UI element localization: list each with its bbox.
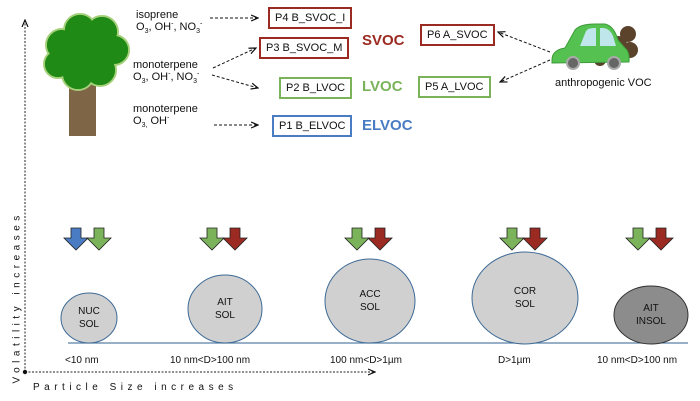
source-monoterpene-2: monoterpene O3, OH- <box>133 103 198 130</box>
condensation-arrow-lvoc <box>199 227 225 251</box>
source-monoterpene-1: monoterpene O3, OH-, NO3- <box>133 59 200 86</box>
size-label-cor: D>1µm <box>498 355 531 366</box>
tree-icon <box>43 13 130 136</box>
mode-line1: AIT <box>217 297 233 308</box>
condensation-arrow-svoc <box>648 227 674 251</box>
y-axis-label: Volatility increases <box>11 211 23 384</box>
condensation-arrow-lvoc <box>499 227 525 251</box>
oxidants-label: O3, OH-, NO3- <box>136 20 203 36</box>
condensation-arrow-lvoc <box>86 227 112 251</box>
anthropogenic-voc-label: anthropogenic VOC <box>555 77 652 89</box>
precursor-label: monoterpene <box>133 103 198 115</box>
source-isoprene: isoprene O3, OH-, NO3- <box>136 9 203 36</box>
precursor-label: monoterpene <box>133 59 198 71</box>
mode-circle-nuc-sol <box>60 292 118 344</box>
oxidants-label: O3, OH- <box>133 114 170 130</box>
condensation-arrow-lvoc <box>625 227 651 251</box>
arrow-car-p5 <box>500 59 551 82</box>
mode-line2: SOL <box>214 310 235 321</box>
size-label-nuc: <10 nm <box>65 355 99 366</box>
condensation-arrow-svoc <box>367 227 393 251</box>
mode-line1: AIT <box>643 303 659 314</box>
product-box-p5: P5 A_LVOC <box>418 76 491 98</box>
product-box-p1: P1 B_ELVOC <box>272 115 353 137</box>
mode-label-acc-sol: ACC SOL <box>340 288 400 314</box>
mode-line2: SOL <box>359 302 380 313</box>
size-label-acc: 100 nm<D>1µm <box>330 355 402 366</box>
arrow-monoterpene-p3 <box>212 48 256 69</box>
condensation-arrow-svoc <box>222 227 248 251</box>
mode-line2: INSOL <box>635 316 666 327</box>
mode-line2: SOL <box>78 319 99 330</box>
car-icon <box>551 23 638 70</box>
class-label-svoc: SVOC <box>362 32 405 49</box>
product-box-p2: P2 B_LVOC <box>279 77 353 99</box>
condensation-arrow-elvoc <box>63 227 89 251</box>
class-label-elvoc: ELVOC <box>362 117 413 134</box>
product-box-p3: P3 B_SVOC_M <box>259 37 350 59</box>
precursor-label: isoprene <box>136 9 179 21</box>
mode-label-cor-sol: COR SOL <box>495 285 555 311</box>
mode-circle-ait-insol <box>613 285 689 345</box>
mode-line1: ACC <box>359 289 381 300</box>
oxidants-label: O3, OH-, NO3- <box>133 70 200 86</box>
mode-circle-cor-sol <box>471 251 579 345</box>
product-box-p4: P4 B_SVOC_I <box>268 7 353 29</box>
size-label-ait-insol: 10 nm<D>100 nm <box>597 355 678 366</box>
mode-line1: COR <box>513 286 537 297</box>
arrow-car-p6 <box>498 32 551 53</box>
condensation-arrow-lvoc <box>344 227 370 251</box>
axis-origin <box>22 369 28 375</box>
mode-label-ait-insol: AIT INSOL <box>621 302 681 328</box>
mode-label-nuc-sol: NUC SOL <box>59 305 119 331</box>
mode-line1: NUC <box>78 306 100 317</box>
size-label-ait-sol: 10 nm<D>100 nm <box>170 355 251 366</box>
class-label-lvoc: LVOC <box>362 78 403 95</box>
product-box-p6: P6 A_SVOC <box>420 24 495 46</box>
mode-label-ait-sol: AIT SOL <box>195 296 255 322</box>
mode-line2: SOL <box>514 299 535 310</box>
condensation-arrow-svoc <box>522 227 548 251</box>
arrow-monoterpene-p2 <box>211 74 258 88</box>
mode-circle-ait-sol <box>187 274 263 344</box>
mode-circle-acc-sol <box>324 258 416 344</box>
x-axis-label: Particle Size increases <box>33 382 238 393</box>
